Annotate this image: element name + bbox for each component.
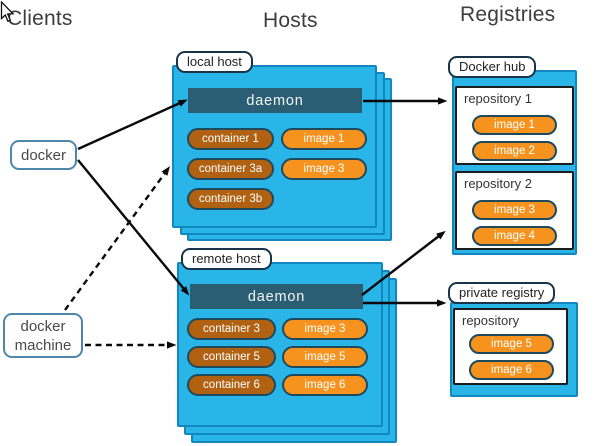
client-box-docker: docker (10, 140, 77, 170)
repository-name: repository 1 (464, 91, 532, 106)
arrow-docker-to-remote-daemon (77, 159, 190, 296)
image-pill: image 5 (282, 346, 368, 368)
column-title-clients: Clients (7, 7, 73, 30)
mouse-cursor-icon (0, 1, 15, 23)
image-pill: image 5 (469, 334, 554, 354)
container-pill: container 1 (187, 128, 274, 150)
client-docker-label: docker (20, 146, 67, 164)
image-pill: image 1 (281, 128, 367, 150)
local-host-label: local host (176, 51, 253, 73)
image-pill: image 3 (281, 158, 367, 180)
repository-box: repository 1 image 1 image 2 (455, 86, 574, 165)
client-docker-machine-label: docker machine (14, 317, 72, 354)
column-title-hosts: Hosts (263, 9, 318, 32)
image-pill: image 3 (282, 318, 368, 340)
container-pill: container 6 (187, 374, 276, 396)
container-pill: container 3a (187, 158, 274, 180)
container-pill: container 5 (187, 346, 276, 368)
repository-box: repository 2 image 3 image 4 (455, 171, 574, 250)
client-box-docker-machine: docker machine (3, 313, 83, 358)
private-registry-label: private registry (448, 282, 556, 304)
image-pill: image 1 (472, 115, 557, 135)
arrow-docker-machine-to-local-host (64, 166, 171, 311)
repository-name: repository (462, 313, 520, 328)
repository-name: repository 2 (464, 176, 532, 191)
image-pill: image 4 (472, 226, 557, 246)
arrow-docker-to-local-daemon (77, 99, 188, 151)
container-pill: container 3 (187, 318, 276, 340)
image-pill: image 2 (472, 141, 557, 161)
repository-box: repository image 5 image 6 (453, 308, 568, 385)
container-pill: container 3b (187, 188, 274, 210)
docker-hub-label: Docker hub (448, 56, 537, 78)
column-title-registries: Registries (460, 3, 556, 26)
local-host-daemon: daemon (188, 88, 362, 113)
remote-host-daemon: daemon (190, 284, 363, 309)
image-pill: image 6 (282, 374, 368, 396)
image-pill: image 6 (469, 360, 554, 380)
remote-host-label: remote host (181, 248, 272, 270)
image-pill: image 3 (472, 200, 557, 220)
